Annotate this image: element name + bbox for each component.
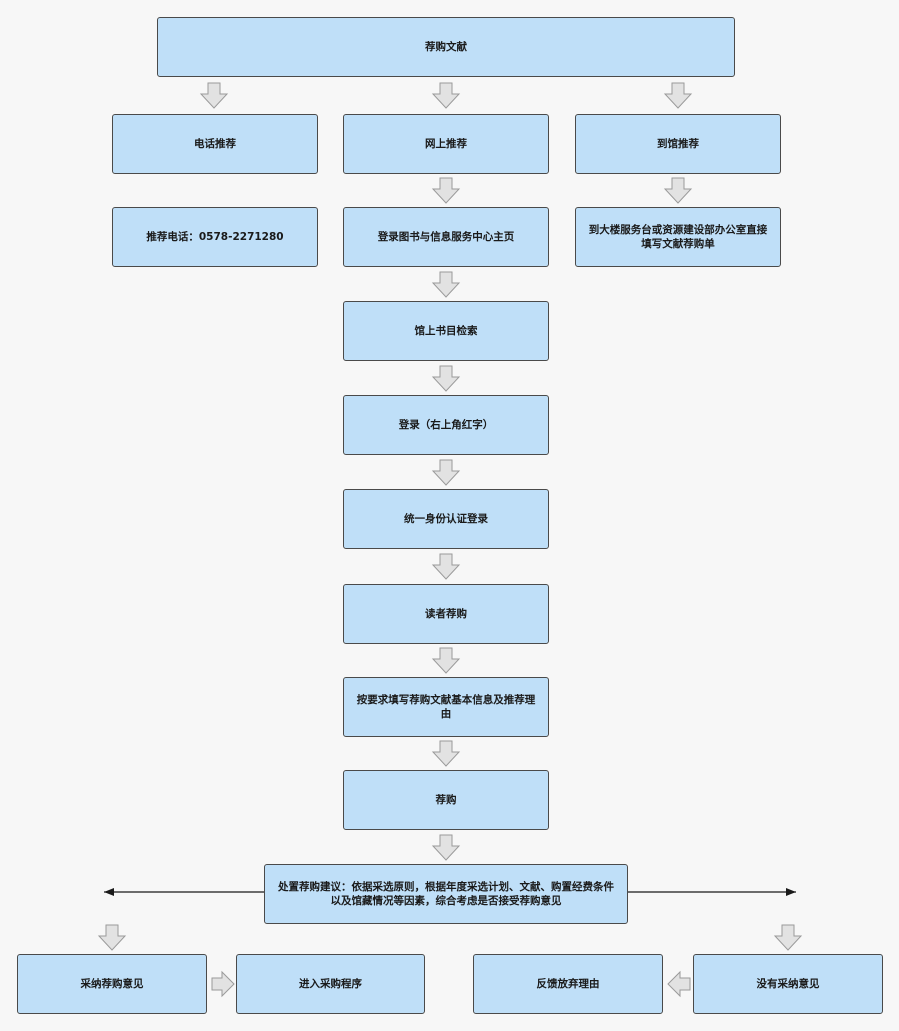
- arrow-recommend-to-handling: [431, 834, 461, 861]
- sso-login-node: 统一身份认证登录: [343, 489, 549, 549]
- arrow-sso-to-reader: [431, 553, 461, 580]
- visit-recommend-node: 到馆推荐: [575, 114, 781, 174]
- feedback-label: 反馈放弃理由: [536, 978, 600, 990]
- login-homepage-label: 登录图书与信息服务中心主页: [377, 231, 515, 243]
- phone-recommend-label: 电话推荐: [194, 138, 236, 150]
- login-node: 登录（右上角红字）: [343, 395, 549, 455]
- arrow-online-to-login-home: [431, 177, 461, 204]
- visit-recommend-label: 到馆推荐: [657, 138, 699, 150]
- fill-info-label: 按要求填写荐购文献基本信息及推荐理由: [356, 694, 536, 720]
- phone-recommend-node: 电话推荐: [112, 114, 318, 174]
- reject-node: 没有采纳意见: [693, 954, 883, 1014]
- arrow-left-to-accept: [97, 924, 127, 951]
- login-label: 登录（右上角红字）: [398, 419, 494, 431]
- arrow-root-to-phone: [199, 82, 229, 109]
- arrow-search-to-login: [431, 365, 461, 392]
- accept-node: 采纳荐购意见: [17, 954, 207, 1014]
- online-recommend-node: 网上推荐: [343, 114, 549, 174]
- reader-recommend-node: 读者荐购: [343, 584, 549, 644]
- arrow-login-to-sso: [431, 459, 461, 486]
- catalog-search-label: 馆上书目检索: [414, 325, 478, 337]
- arrow-root-to-visit: [663, 82, 693, 109]
- line-handling-to-left-head: [104, 888, 114, 896]
- handling-label: 处置荐购建议：依据采选原则，根据年度采选计划、文献、购置经费条件以及馆藏情况等因…: [278, 881, 614, 907]
- arrow-reader-to-fill: [431, 647, 461, 674]
- sso-login-label: 统一身份认证登录: [404, 513, 488, 525]
- reject-label: 没有采纳意见: [756, 978, 820, 990]
- recommend-node: 荐购: [343, 770, 549, 830]
- procurement-node: 进入采购程序: [236, 954, 425, 1014]
- arrow-accept-to-procurement: [211, 970, 235, 998]
- phone-number-label: 推荐电话：0578-2271280: [146, 231, 284, 243]
- recommend-label: 荐购: [435, 794, 457, 806]
- root-node: 荐购文献: [157, 17, 735, 77]
- arrow-login-home-to-search: [431, 271, 461, 298]
- handling-node: 处置荐购建议：依据采选原则，根据年度采选计划、文献、购置经费条件以及馆藏情况等因…: [264, 864, 628, 924]
- decision-lines: [104, 888, 796, 896]
- block-arrows: [97, 82, 803, 998]
- arrow-reject-to-feedback: [667, 970, 691, 998]
- feedback-node: 反馈放弃理由: [473, 954, 663, 1014]
- visit-form-node: 到大楼服务台或资源建设部办公室直接填写文献荐购单: [575, 207, 781, 267]
- procurement-label: 进入采购程序: [299, 978, 362, 990]
- accept-label: 采纳荐购意见: [80, 978, 144, 990]
- line-handling-to-right-head: [786, 888, 796, 896]
- phone-number-node: 推荐电话：0578-2271280: [112, 207, 318, 267]
- arrow-visit-to-form: [663, 177, 693, 204]
- arrow-root-to-online: [431, 82, 461, 109]
- catalog-search-node: 馆上书目检索: [343, 301, 549, 361]
- visit-form-label: 到大楼服务台或资源建设部办公室直接填写文献荐购单: [588, 224, 768, 250]
- arrow-fill-to-recommend: [431, 740, 461, 767]
- login-homepage-node: 登录图书与信息服务中心主页: [343, 207, 549, 267]
- root-label: 荐购文献: [425, 41, 467, 53]
- arrow-right-to-reject: [773, 924, 803, 951]
- online-recommend-label: 网上推荐: [425, 138, 467, 150]
- fill-info-node: 按要求填写荐购文献基本信息及推荐理由: [343, 677, 549, 737]
- reader-recommend-label: 读者荐购: [425, 608, 467, 620]
